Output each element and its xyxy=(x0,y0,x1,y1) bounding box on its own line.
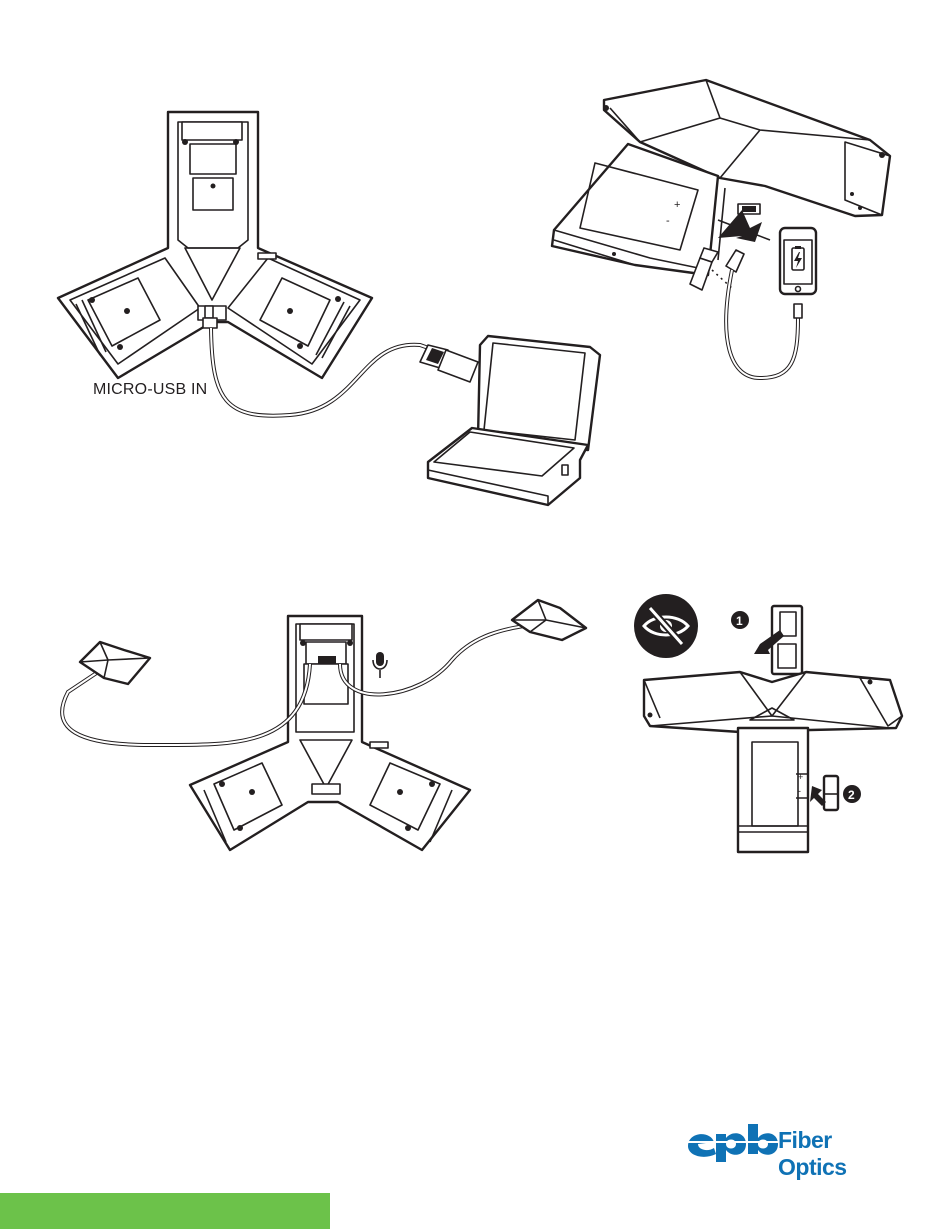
extension-mic-right xyxy=(512,600,586,640)
phone-underside xyxy=(58,112,372,378)
svg-text:-: - xyxy=(798,786,801,796)
phone-front-privacy: + - xyxy=(644,672,902,852)
phone-front: + - xyxy=(552,80,890,275)
micro-usb-diagram: MICRO-USB IN xyxy=(0,0,620,520)
phone-underside-mics xyxy=(190,616,470,850)
privacy-setup-diagram: 1 + - 2 xyxy=(600,580,950,880)
phone-charging-illustration: + - xyxy=(530,60,950,390)
mics-connection-illustration xyxy=(0,580,620,880)
micro-usb-in-label: MICRO-USB IN xyxy=(93,381,207,399)
footer-green-bar xyxy=(0,1193,330,1229)
epb-logo-mark xyxy=(686,1120,778,1162)
svg-text:-: - xyxy=(666,215,670,227)
step-one-badge: 1 xyxy=(736,614,743,628)
usb-plug xyxy=(420,345,478,382)
no-look-eye-icon xyxy=(634,594,698,658)
side-button-cover xyxy=(824,776,838,810)
phone-to-laptop-illustration xyxy=(0,0,620,520)
epb-fiber-optics-logo: Fiber Optics xyxy=(686,1120,906,1162)
privacy-film-illustration: 1 + - 2 xyxy=(600,580,950,880)
smartphone xyxy=(780,228,816,294)
microphone-icon xyxy=(373,652,387,678)
extension-mics-diagram xyxy=(0,580,620,880)
step-two-badge: 2 xyxy=(848,788,855,802)
svg-text:+: + xyxy=(674,199,680,211)
logo-text: Fiber Optics xyxy=(778,1127,906,1181)
usb-charging-diagram: + - xyxy=(530,60,950,390)
